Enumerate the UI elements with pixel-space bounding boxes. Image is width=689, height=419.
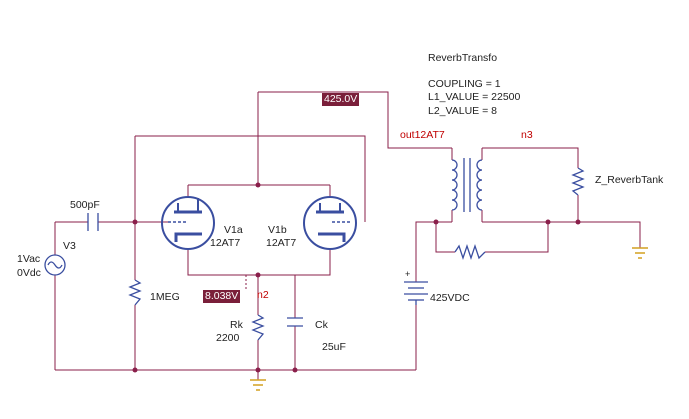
transformer-param-l1: L1_VALUE = 22500 bbox=[428, 91, 521, 104]
wire-right-ground bbox=[578, 221, 641, 248]
transformer-param-l2: L2_VALUE = 8 bbox=[428, 104, 497, 117]
resistor-1meg-icon bbox=[128, 279, 142, 306]
junctions bbox=[132, 182, 581, 373]
source-ac-label: 1Vac bbox=[17, 253, 41, 265]
cap-ck-icon bbox=[287, 317, 303, 327]
resistor-rk-icon bbox=[251, 314, 265, 341]
cap-input-icon bbox=[87, 213, 99, 231]
ground-main-icon bbox=[250, 379, 266, 391]
wire-secondary-top bbox=[482, 147, 579, 168]
tube-b-type: 12AT7 bbox=[266, 237, 297, 249]
net-label-n3: n3 bbox=[521, 129, 533, 141]
wires bbox=[54, 91, 641, 380]
wire-ck-top bbox=[258, 274, 296, 318]
source-dc-label: 0Vdc bbox=[17, 267, 41, 279]
transformer-icon bbox=[451, 158, 483, 212]
grounds bbox=[250, 247, 648, 391]
battery-supply-icon bbox=[404, 281, 428, 305]
ck-value-label: 25uF bbox=[322, 341, 346, 353]
resistor-load-icon bbox=[571, 167, 585, 196]
ac-source-icon bbox=[44, 254, 66, 276]
wire-supply-top bbox=[415, 221, 452, 282]
resistor-feedback-icon bbox=[454, 243, 486, 261]
wire-fb-left bbox=[435, 222, 455, 253]
transformer-name: ReverbTransfo bbox=[428, 52, 498, 64]
ck-name-label: Ck bbox=[315, 319, 328, 331]
net-label-n2: n2 bbox=[257, 289, 269, 301]
triode-v1b-icon bbox=[303, 196, 357, 250]
wire-cathode-bus bbox=[187, 248, 331, 276]
rk-name-label: Rk bbox=[230, 319, 243, 331]
triode-v1a-icon bbox=[161, 196, 215, 250]
cap-input-label: 500pF bbox=[70, 199, 100, 211]
tube-a-type: 12AT7 bbox=[210, 237, 241, 249]
supply-label: 425VDC bbox=[430, 292, 470, 304]
voltage-marker-plate: 425.0V bbox=[322, 93, 360, 106]
load-label: Z_ReverbTank bbox=[595, 174, 664, 186]
rk-value-label: 2200 bbox=[216, 332, 240, 344]
net-label-out: out12AT7 bbox=[400, 129, 445, 141]
wire-fb-right bbox=[485, 222, 549, 253]
tube-b-name: V1b bbox=[268, 224, 287, 236]
transformer-param-coupling: COUPLING = 1 bbox=[428, 78, 501, 90]
wire-plate-drops bbox=[187, 185, 331, 198]
components bbox=[44, 158, 585, 341]
transformer-params: COUPLING = 1 L1_VALUE = 22500 L2_VALUE =… bbox=[428, 78, 520, 118]
wire-plate-rail bbox=[258, 91, 452, 149]
ground-right-icon bbox=[632, 247, 648, 259]
resistor-1meg-label: 1MEG bbox=[150, 291, 180, 303]
tube-a-name: V1a bbox=[224, 224, 243, 236]
voltage-marker-cathode: 8.038V bbox=[203, 290, 241, 303]
supply-plus-label: + bbox=[405, 269, 411, 279]
wire-upper-loop bbox=[135, 135, 366, 222]
source-name-label: V3 bbox=[63, 240, 76, 252]
